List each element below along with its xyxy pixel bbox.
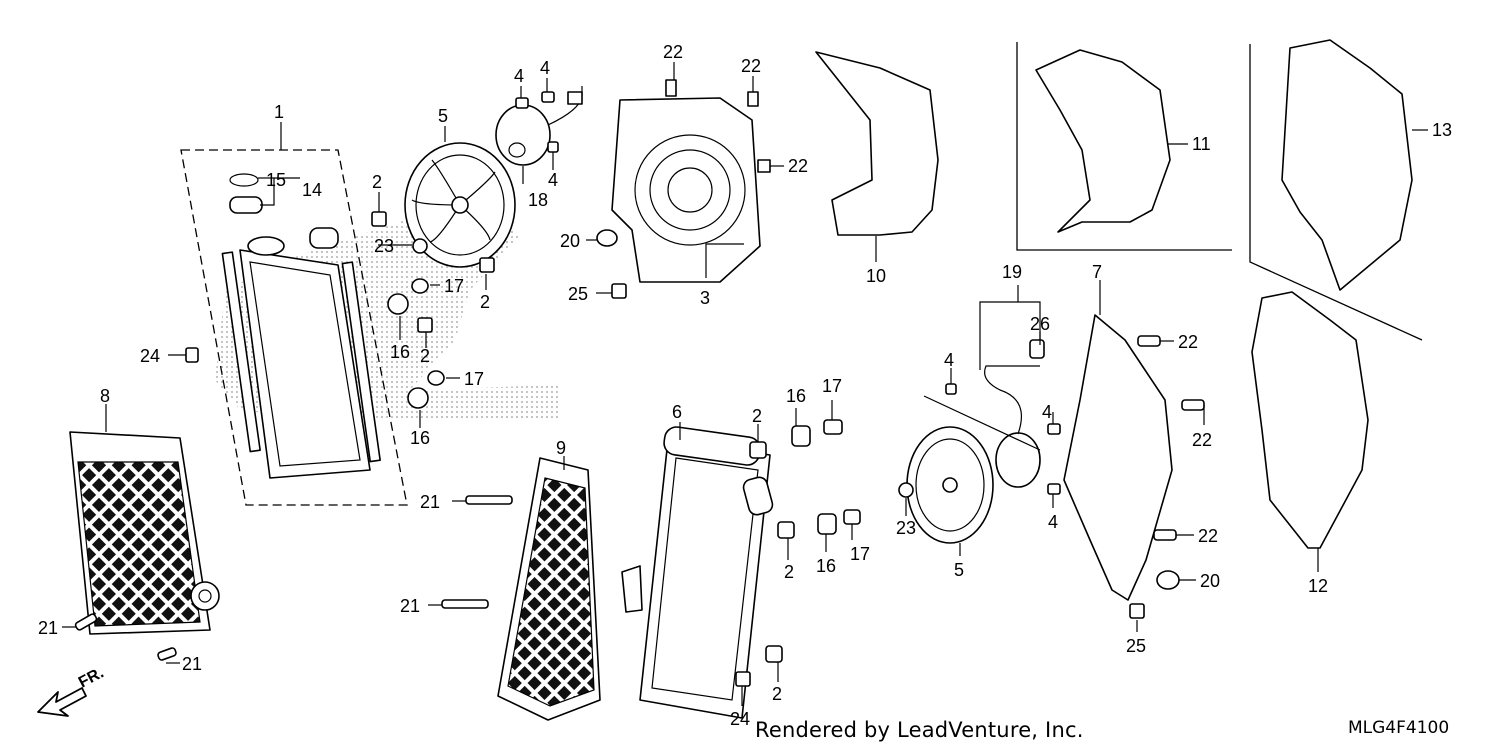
- callout-label: 25: [568, 284, 588, 304]
- callout-label: 10: [866, 266, 886, 286]
- callout-label: 16: [786, 386, 806, 406]
- callout-label: 17: [444, 276, 464, 296]
- callout-label: 2: [784, 562, 794, 582]
- side-cover-10: [815, 51, 939, 236]
- callout-label: 2: [420, 346, 430, 366]
- callout-label: 21: [182, 654, 202, 674]
- callout-label: 21: [38, 618, 58, 638]
- radiator-right: [621, 426, 774, 719]
- leader-lines: [62, 62, 1428, 706]
- callout-label: 17: [850, 544, 870, 564]
- callout-label: 5: [954, 560, 964, 580]
- callout-label: 13: [1432, 120, 1452, 140]
- fan-lower: [906, 365, 1041, 544]
- callout-label: 22: [1198, 526, 1218, 546]
- callout-label: 22: [663, 42, 683, 62]
- callout-label: 4: [548, 170, 558, 190]
- callout-label: 12: [1308, 576, 1328, 596]
- callout-label: 20: [560, 231, 580, 251]
- radiator-grille-left: [69, 431, 220, 635]
- callout-label: 21: [400, 596, 420, 616]
- callout-label: 6: [672, 402, 682, 422]
- fan-upper: [404, 142, 516, 268]
- callout-label: 25: [1126, 636, 1146, 656]
- diagram-code: MLG4F4100: [1348, 718, 1450, 738]
- callout-label: 16: [410, 428, 430, 448]
- render-credit: Rendered by LeadVenture, Inc.: [755, 718, 1084, 742]
- callout-label: 17: [822, 376, 842, 396]
- side-cover-11: [1035, 49, 1171, 233]
- callout-label: 26: [1030, 314, 1050, 334]
- callout-label: 24: [730, 709, 750, 729]
- callout-label: 20: [1200, 571, 1220, 591]
- callout-label: 22: [1192, 430, 1212, 450]
- callout-label: 23: [896, 518, 916, 538]
- callout-label: 22: [788, 156, 808, 176]
- reference-box-11: [1016, 42, 1232, 251]
- reference-box-13: [1249, 44, 1423, 341]
- fan-motor-upper: [495, 86, 583, 166]
- radiator-grille-right: [497, 457, 601, 721]
- callout-labels: 1 15 14 2 23 17 2 16 2 17 16 24 8 21 21 …: [38, 42, 1452, 729]
- callout-label: 4: [514, 66, 524, 86]
- callout-label: 2: [480, 292, 490, 312]
- callout-label: 2: [772, 684, 782, 704]
- radiator-assembly-boundary: [180, 149, 408, 506]
- callout-label: 16: [390, 342, 410, 362]
- axis-line: [923, 395, 1041, 451]
- callout-label: 4: [1048, 512, 1058, 532]
- callout-label: 5: [438, 106, 448, 126]
- callout-label: 23: [374, 236, 394, 256]
- front-label: FR.: [76, 664, 107, 691]
- callout-label: 14: [302, 180, 322, 200]
- fan-shroud-upper: [611, 97, 761, 283]
- side-cover-12: [1251, 291, 1369, 549]
- callout-label: 24: [140, 346, 160, 366]
- fan-shroud-lower: [1063, 314, 1173, 601]
- callout-label: 11: [1192, 134, 1211, 154]
- callout-label: 9: [556, 438, 566, 458]
- callout-label: 3: [700, 288, 710, 308]
- callout-label: 7: [1092, 262, 1102, 282]
- callout-label: 2: [752, 406, 762, 426]
- callout-label: 22: [1178, 332, 1198, 352]
- front-direction-arrow: FR.: [37, 664, 107, 717]
- callout-label: 8: [100, 386, 110, 406]
- side-cover-13: [1281, 39, 1413, 291]
- callout-label: 2: [372, 172, 382, 192]
- radiator-left: [221, 173, 381, 479]
- callout-label: 15: [266, 170, 286, 190]
- callout-label: 21: [420, 492, 440, 512]
- callout-label: 1: [274, 102, 284, 122]
- callout-label: 4: [1042, 402, 1052, 422]
- callout-label: 4: [540, 58, 550, 78]
- callout-label: 4: [944, 350, 954, 370]
- callout-label: 16: [816, 556, 836, 576]
- callout-label: 19: [1002, 262, 1022, 282]
- callout-label: 22: [741, 56, 761, 76]
- hardware: [74, 79, 1205, 687]
- callout-label: 18: [528, 190, 548, 210]
- callout-label: 17: [464, 369, 484, 389]
